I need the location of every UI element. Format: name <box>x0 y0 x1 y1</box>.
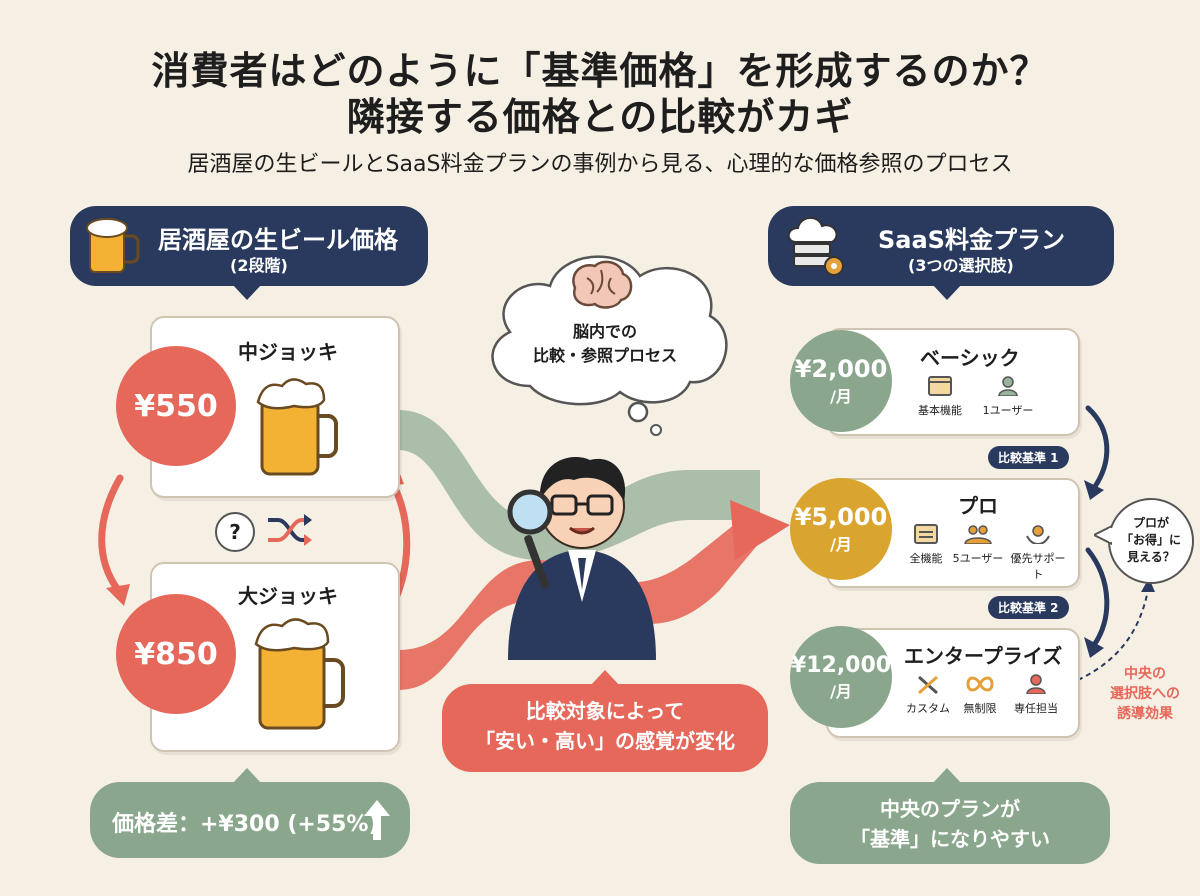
plan-price-basic: ¥2,000 <box>794 355 888 383</box>
feature-dedicated-rep: 専任担当 <box>1006 674 1066 716</box>
saas-header-subtitle: (3つの選択肢) <box>908 256 1014 275</box>
feature-one-user: 1ユーザー <box>978 376 1038 418</box>
message-pointer <box>590 670 620 686</box>
saas-bottom-pill: 中央のプランが 「基準」になりやすい <box>790 782 1110 864</box>
bubble-line3: 見える？ <box>1127 550 1175 564</box>
thought-cloud <box>491 255 728 436</box>
brain-icon <box>572 260 633 309</box>
pro-deal-bubble: プロが 「お得」に 見える？ <box>1108 498 1194 584</box>
red-flow-arrowhead <box>730 500 790 560</box>
feature-basic-functions: 基本機能 <box>910 376 970 418</box>
tools-icon <box>918 675 938 694</box>
center-message-pill: 比較対象によって 「安い・高い」の感覚が変化 <box>442 684 768 772</box>
plan-price-pro: ¥5,000 <box>794 503 888 531</box>
saas-header-pointer <box>932 284 962 300</box>
per-month-label: /月 <box>830 387 852 406</box>
question-icon: ? <box>215 512 255 552</box>
person-icon <box>1026 674 1046 694</box>
per-month-label: /月 <box>830 681 852 701</box>
compare-label-2: 比較基準 2 <box>988 596 1069 619</box>
plan-name-basic: ベーシック <box>920 346 1020 370</box>
effect-line3: 誘導効果 <box>1117 706 1173 722</box>
effect-line1: 中央の <box>1124 666 1166 682</box>
plan-price-badge-basic: ¥2,000 /月 <box>790 330 892 432</box>
feature-unlimited: 無制限 <box>950 674 1010 716</box>
diff-pointer <box>232 768 262 784</box>
green-flow-ribbon <box>398 410 760 560</box>
beer-header-pointer <box>232 284 262 300</box>
page-title-line2: 隣接する価格との比較がカギ <box>346 95 854 139</box>
large-mug-name: 大ジョッキ <box>238 584 338 608</box>
medium-price-badge: ¥550 <box>116 346 236 466</box>
plan-name-enterprise: エンタープライズ <box>904 644 1063 668</box>
medium-mug-name: 中ジョッキ <box>238 340 338 364</box>
medium-price: ¥550 <box>134 388 218 424</box>
thought-text: 脳内での 比較・参照プロセス <box>470 320 740 368</box>
effect-line2: 選択肢への <box>1110 686 1180 702</box>
compare-arrow-2 <box>1085 547 1110 648</box>
bubble-line2: 「お得」に <box>1120 533 1181 547</box>
medium-beer-mug-icon <box>256 378 338 476</box>
plan-name-pro: プロ <box>958 494 998 518</box>
beer-header-title: 居酒屋の生ビール価格 <box>158 226 398 254</box>
user-icon <box>998 376 1018 396</box>
feature-priority-support: 優先サポート <box>1008 524 1068 582</box>
plan-price-enterprise: ¥12,000 <box>790 652 892 678</box>
large-beer-mug-icon <box>254 618 345 730</box>
plan-price-badge-pro: ¥5,000 /月 <box>790 478 892 580</box>
person-illustration <box>507 456 656 660</box>
decoy-effect-note: 中央の 選択肢への 誘導効果 <box>1090 664 1200 724</box>
feature-all-functions: 全機能 <box>896 524 956 566</box>
support-hands-icon <box>1026 525 1050 544</box>
beer-mug-icon <box>86 218 140 273</box>
saas-header-title: SaaS料金プラン <box>878 226 1065 254</box>
users-icon <box>964 525 992 544</box>
feature-custom: カスタム <box>898 674 958 716</box>
page-subtitle: 居酒屋の生ビールとSaaS料金プランの事例から見る、心理的な価格参照のプロセス <box>187 152 1013 177</box>
plan-price-badge-enterprise: ¥12,000 /月 <box>790 626 892 728</box>
thought-line1: 脳内での <box>572 322 637 341</box>
feature-five-users: 5ユーザー <box>948 524 1008 566</box>
bubble-tail <box>1094 524 1112 546</box>
center-message-line1: 比較対象によって <box>525 699 685 723</box>
per-month-label: /月 <box>830 535 852 554</box>
page-title: 消費者はどのように「基準価格」を形成するのか？ <box>151 49 1049 93</box>
bubble-line1: プロが <box>1132 516 1169 530</box>
compare-arrow-1 <box>1085 405 1110 491</box>
price-diff-label: 価格差：+¥300 (+55%) <box>112 812 379 837</box>
center-message-line2: 「安い・高い」の感覚が変化 <box>475 729 735 753</box>
saas-bottom-pointer <box>932 768 962 784</box>
cloud-server-icon <box>787 217 844 276</box>
large-price: ¥850 <box>134 636 218 672</box>
beer-header-subtitle: (2段階) <box>230 256 288 275</box>
compare-label-1: 比較基準 1 <box>988 446 1069 469</box>
thought-line2: 比較・参照プロセス <box>532 346 677 365</box>
large-price-badge: ¥850 <box>116 594 236 714</box>
saas-bottom-line2: 「基準」になりやすい <box>850 827 1050 851</box>
up-arrow-icon <box>364 800 390 840</box>
infinity-icon <box>966 676 994 692</box>
price-diff-pill: 価格差：+¥300 (+55%) <box>90 782 410 858</box>
saas-bottom-line1: 中央のプランが <box>880 797 1020 821</box>
list-window-icon <box>914 524 938 544</box>
beer-header: 居酒屋の生ビール価格 (2段階) <box>70 206 428 286</box>
down-curve-arrow <box>98 474 124 594</box>
shuffle-icon <box>268 514 312 546</box>
window-icon <box>928 376 952 396</box>
